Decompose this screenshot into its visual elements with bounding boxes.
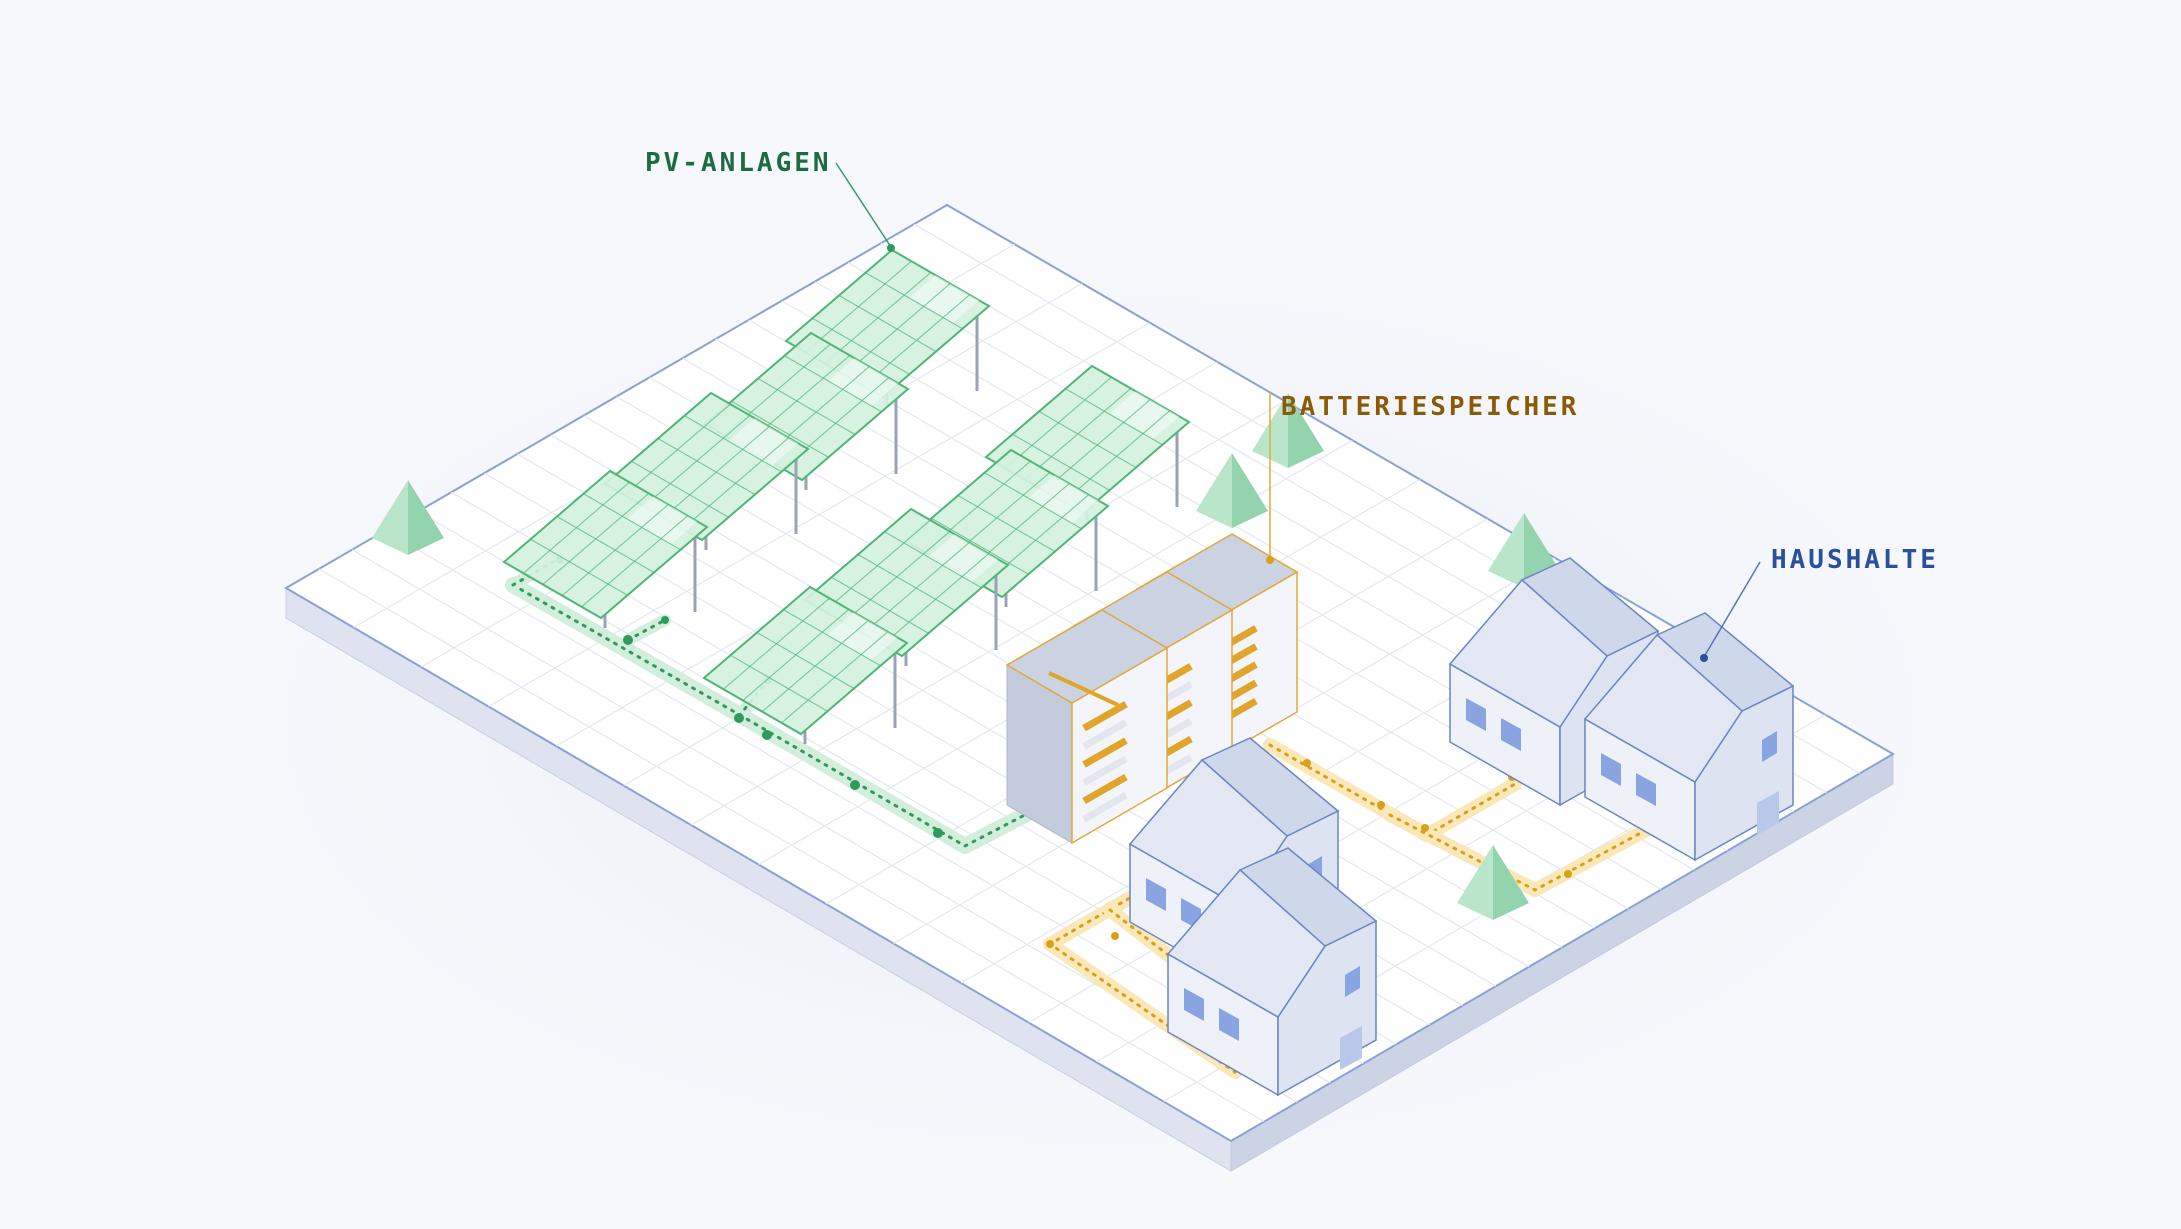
callout-leaders (835, 162, 1761, 662)
battery-storage (1005, 533, 1299, 845)
solar-panel-icon (502, 469, 709, 628)
battery-label: BATTERIESPEICHER (1281, 392, 1580, 422)
solar-panel-icon (702, 585, 909, 744)
tree-icon (1457, 845, 1529, 920)
pv-panels (502, 248, 1191, 744)
tree-icon (1196, 453, 1268, 528)
battery-storage-icon (1005, 609, 1169, 845)
households (1128, 557, 1795, 1097)
house-icon (1583, 612, 1795, 862)
household-label: HAUSHALTE (1771, 545, 1939, 575)
pv-label: PV-ANLAGEN (645, 148, 832, 178)
house-icon (1166, 847, 1378, 1097)
tree-icon (372, 480, 444, 555)
